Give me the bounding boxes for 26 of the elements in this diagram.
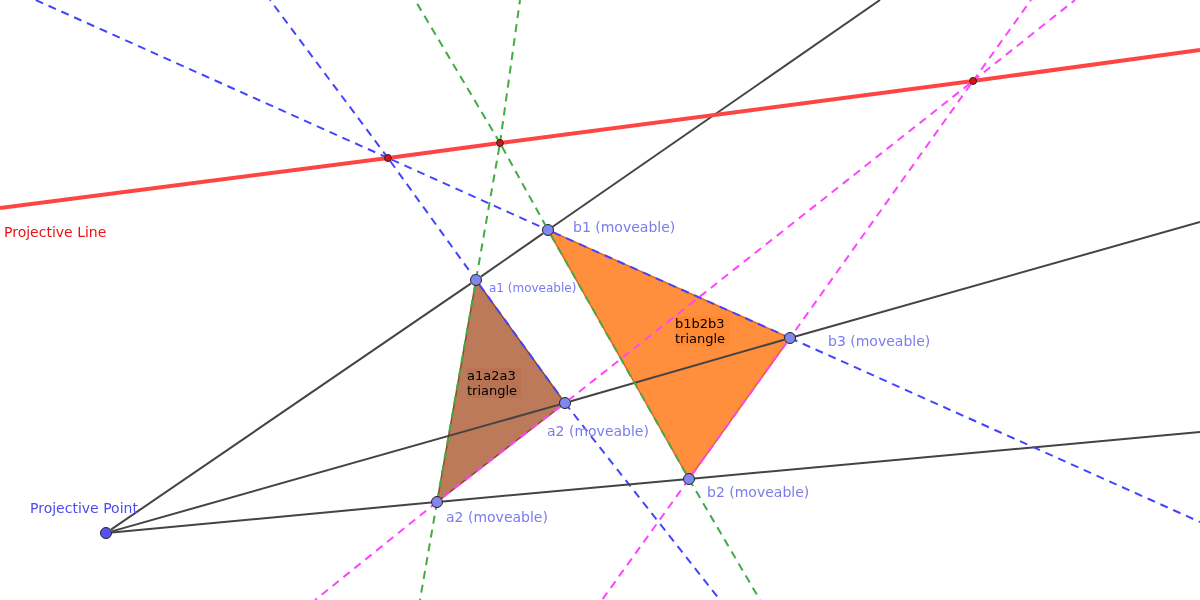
dashed-line — [552, 231, 786, 337]
triangle-label: b1b2b3 triangle — [675, 316, 729, 346]
triangle-label: a1a2a3 triangle — [467, 368, 521, 398]
point-label: Projective Point — [30, 500, 138, 516]
line — [442, 478, 684, 503]
dashed-line — [440, 405, 562, 500]
line — [503, 79, 970, 145]
dashed-line — [549, 234, 688, 475]
line — [110, 403, 561, 533]
dashed-line — [437, 284, 476, 498]
line — [569, 338, 786, 403]
point-label: b1 (moveable) — [573, 219, 676, 235]
dashed-line — [568, 82, 971, 401]
line — [479, 232, 545, 278]
point-label: a2 (moveable) — [446, 509, 548, 525]
line — [110, 501, 433, 534]
point-label: a1 (moveable) — [489, 281, 577, 295]
point-label: b3 (moveable) — [828, 333, 931, 349]
dashed-line — [691, 341, 788, 476]
point-label: a2 (moveable) — [547, 423, 649, 439]
dashed-line — [476, 145, 501, 276]
point-label: b2 (moveable) — [707, 484, 810, 500]
line — [109, 282, 473, 531]
line-label: Projective Line — [4, 224, 107, 240]
line — [391, 141, 497, 160]
dashed-line — [500, 145, 547, 226]
